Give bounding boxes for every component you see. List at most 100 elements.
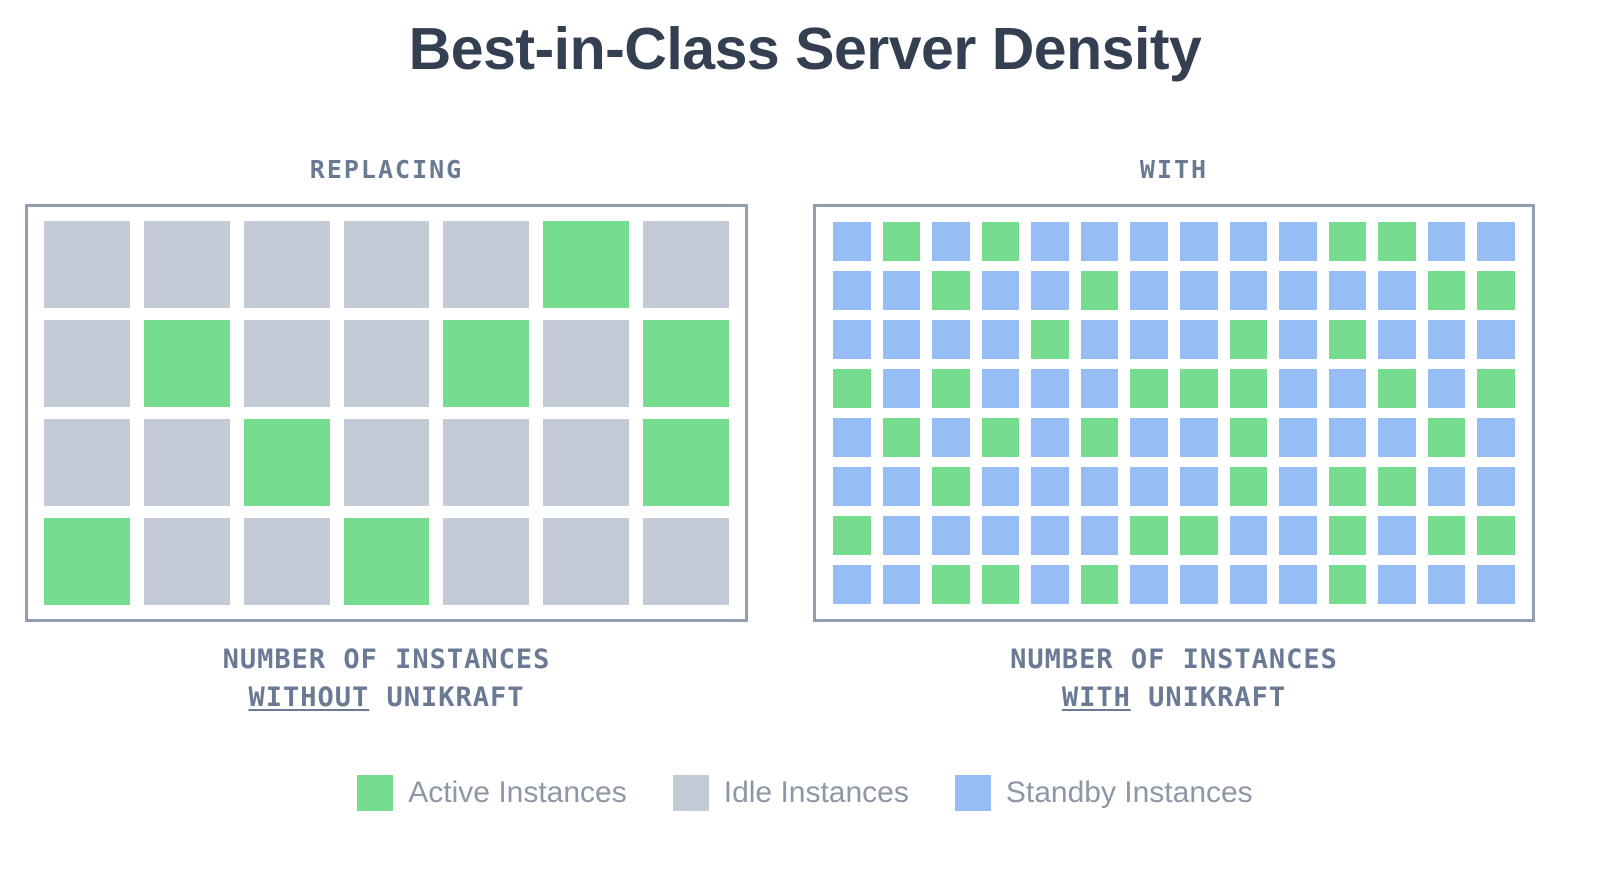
instance-standby <box>1279 516 1317 555</box>
caption-with-unikraft: NUMBER OF INSTANCES WITH UNIKRAFT <box>813 641 1535 718</box>
instance-standby <box>981 320 1020 359</box>
instance-idle <box>443 419 530 506</box>
instance-cell <box>926 511 976 560</box>
instance-cell <box>926 266 976 315</box>
instance-cell <box>436 215 536 314</box>
column-header-replacing: REPLACING <box>309 155 464 184</box>
instance-active <box>1229 467 1268 506</box>
instance-standby <box>1130 320 1168 359</box>
instance-cell <box>1075 511 1125 560</box>
instance-active <box>1130 516 1168 555</box>
instance-cell <box>1422 364 1472 413</box>
instance-standby <box>1427 565 1466 604</box>
instance-cell <box>1323 364 1373 413</box>
instance-cell <box>1422 315 1472 364</box>
instance-cell <box>1273 413 1323 462</box>
instance-cell <box>1323 315 1373 364</box>
instance-standby <box>1229 271 1268 310</box>
instance-active <box>1427 516 1466 555</box>
legend-item: Idle Instances <box>672 775 909 811</box>
instance-cell <box>926 364 976 413</box>
instance-cell <box>1124 364 1174 413</box>
instance-active <box>932 565 970 604</box>
instance-cell <box>1174 364 1224 413</box>
instance-active <box>1080 565 1119 604</box>
instance-cell <box>536 512 636 611</box>
legend-item: Standby Instances <box>954 775 1253 811</box>
instance-standby <box>882 320 921 359</box>
instance-active <box>1229 320 1268 359</box>
instance-cell <box>976 217 1026 266</box>
instance-cell <box>1323 266 1373 315</box>
panel-with-unikraft <box>813 204 1535 622</box>
instance-active <box>1328 565 1367 604</box>
instance-cell <box>877 217 927 266</box>
instance-active <box>1328 516 1367 555</box>
instance-idle <box>643 221 729 308</box>
instance-cell <box>877 364 927 413</box>
instance-standby <box>1477 418 1515 457</box>
instance-standby <box>1427 222 1466 261</box>
standby-swatch <box>954 775 991 811</box>
instance-standby <box>1180 467 1218 506</box>
instance-cell <box>1273 266 1323 315</box>
instance-active <box>643 320 729 407</box>
instance-cell <box>1224 462 1274 511</box>
instance-standby <box>882 516 921 555</box>
instance-standby <box>1427 369 1466 408</box>
instance-cell <box>976 315 1026 364</box>
instance-cell <box>1372 217 1422 266</box>
instance-active <box>1328 222 1367 261</box>
instance-cell <box>926 462 976 511</box>
instance-cell <box>37 215 137 314</box>
instance-cell <box>926 315 976 364</box>
instance-active <box>1477 369 1515 408</box>
instance-idle <box>443 221 530 308</box>
instance-cell <box>1273 364 1323 413</box>
instance-cell <box>976 560 1026 609</box>
caption-rest: UNIKRAFT <box>1130 682 1287 714</box>
instance-active <box>1427 418 1466 457</box>
instance-standby <box>1279 320 1317 359</box>
instance-standby <box>882 271 921 310</box>
caption-line-1: NUMBER OF INSTANCES <box>1010 644 1338 675</box>
caption-line-1: NUMBER OF INSTANCES <box>222 644 551 675</box>
legend-label: Idle Instances <box>723 776 909 809</box>
instance-standby <box>1080 369 1119 408</box>
instance-cell <box>1224 511 1274 560</box>
instance-active <box>143 320 230 407</box>
instance-idle <box>143 419 230 506</box>
instance-cell <box>1471 217 1521 266</box>
instance-cell <box>137 314 237 413</box>
instance-cell <box>1471 511 1521 560</box>
instance-standby <box>1031 418 1069 457</box>
instance-standby <box>1279 467 1317 506</box>
instance-standby <box>1130 222 1168 261</box>
instance-cell <box>1422 511 1472 560</box>
instance-cell <box>1224 217 1274 266</box>
instance-idle <box>343 221 430 308</box>
instance-cell <box>1323 462 1373 511</box>
instance-cell <box>926 413 976 462</box>
instance-active <box>1031 320 1069 359</box>
instance-cell <box>237 215 337 314</box>
instance-active <box>44 518 130 605</box>
instance-active <box>1328 467 1367 506</box>
instance-cell <box>337 314 437 413</box>
instance-standby <box>1080 222 1119 261</box>
instance-standby <box>981 271 1020 310</box>
instance-cell <box>1422 560 1472 609</box>
instance-idle <box>543 518 630 605</box>
instance-cell <box>1174 560 1224 609</box>
instance-cell <box>877 511 927 560</box>
instance-cell <box>827 315 877 364</box>
instance-active <box>1080 418 1119 457</box>
idle-swatch <box>672 775 709 811</box>
instance-standby <box>1477 565 1515 604</box>
instance-cell <box>1372 462 1422 511</box>
instance-idle <box>343 419 430 506</box>
instance-cell <box>1075 462 1125 511</box>
instance-standby <box>1378 565 1416 604</box>
instance-active <box>343 518 430 605</box>
instance-active <box>882 418 921 457</box>
